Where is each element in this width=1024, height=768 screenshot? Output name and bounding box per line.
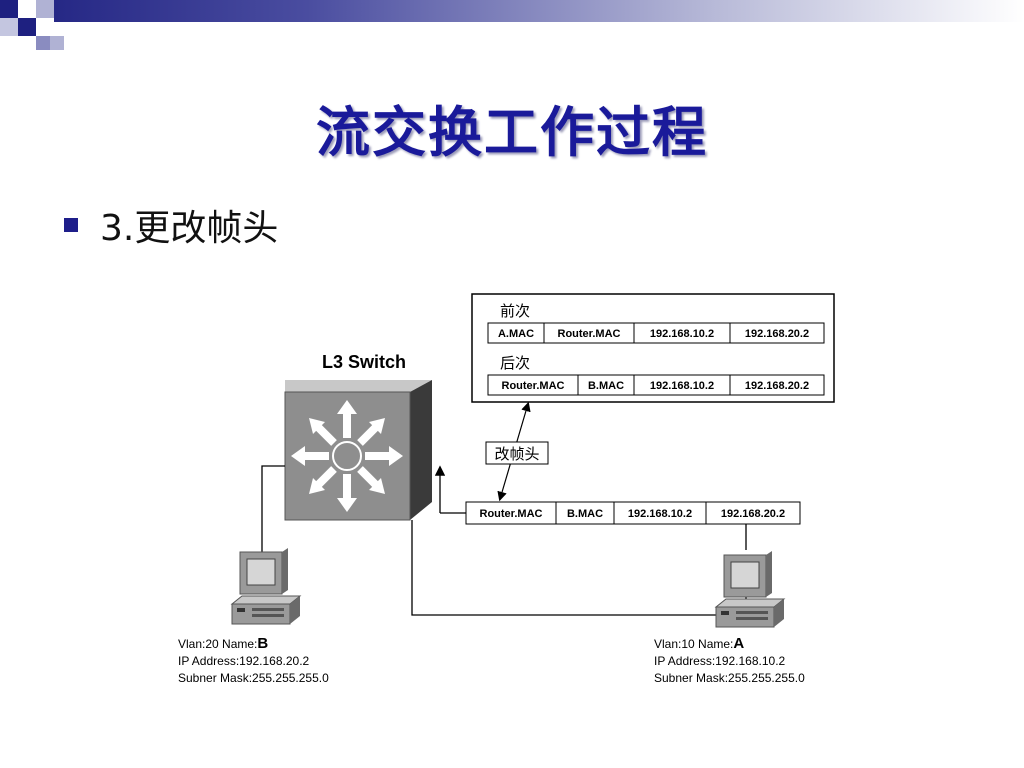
decor-square — [0, 18, 18, 36]
after-frame-cell: Router.MAC — [502, 380, 565, 392]
l3-switch-icon — [284, 380, 432, 521]
rewrite-label: 改帧头 — [494, 446, 539, 463]
current-frame-cell: 192.168.20.2 — [721, 508, 785, 520]
host-a-info: Vlan:10 Name:A IP Address:192.168.10.2 S… — [654, 635, 805, 685]
host-b-vlan-name: Vlan:20 Name: — [178, 637, 257, 651]
host-a-computer-icon — [714, 551, 786, 628]
host-b-computer-icon — [230, 548, 302, 625]
host-a-mask: Subner Mask:255.255.255.0 — [654, 671, 805, 685]
after-frame-cell: 192.168.10.2 — [650, 380, 714, 392]
decor-square — [36, 36, 50, 50]
host-b-name: B — [257, 635, 268, 652]
current-frame-cell: B.MAC — [567, 508, 603, 520]
current-frame: Router.MAC B.MAC 192.168.10.2 192.168.20… — [465, 501, 801, 525]
host-b-ip: IP Address:192.168.20.2 — [178, 654, 310, 668]
before-frame-cell: 192.168.20.2 — [745, 328, 809, 340]
before-frame: A.MAC Router.MAC 192.168.10.2 192.168.20… — [487, 322, 825, 344]
decor-square — [18, 0, 36, 18]
decor-square — [36, 18, 54, 36]
bullet-item: 3.更改帧头 — [64, 200, 278, 250]
header-gradient-bar — [0, 0, 1024, 22]
svg-text:Vlan:10 Name:A: Vlan:10 Name:A — [654, 635, 744, 652]
host-b-mask: Subner Mask:255.255.255.0 — [178, 671, 329, 685]
current-frame-cell: 192.168.10.2 — [628, 508, 692, 520]
host-b-info: Vlan:20 Name:B IP Address:192.168.20.2 S… — [178, 635, 329, 685]
after-frame-cell: B.MAC — [588, 380, 624, 392]
decor-square — [50, 36, 64, 50]
switch-label: L3 Switch — [322, 352, 406, 372]
decor-square — [18, 18, 36, 36]
decor-square — [36, 0, 54, 18]
frame-comparison-panel: 前次 A.MAC Router.MAC 192.168.10.2 192.168… — [471, 293, 835, 403]
slide-title: 流交换工作过程 — [316, 100, 708, 164]
before-frame-cell: A.MAC — [498, 328, 534, 340]
before-label: 前次 — [500, 303, 530, 320]
decor-square — [0, 0, 18, 18]
bullet-square-icon — [64, 218, 78, 232]
rewrite-label-box — [485, 441, 549, 465]
bullet-text: 3.更改帧头 — [100, 208, 279, 249]
current-frame-cell: Router.MAC — [480, 508, 543, 520]
after-frame-cell: 192.168.20.2 — [745, 380, 809, 392]
host-a-name: A — [733, 635, 744, 652]
svg-text:Vlan:20 Name:B: Vlan:20 Name:B — [178, 635, 268, 652]
host-a-ip: IP Address:192.168.10.2 — [654, 654, 786, 668]
host-a-vlan-name: Vlan:10 Name: — [654, 637, 733, 651]
before-frame-cell: Router.MAC — [558, 328, 621, 340]
after-frame: Router.MAC B.MAC 192.168.10.2 192.168.20… — [487, 374, 825, 396]
after-label: 后次 — [500, 355, 530, 372]
before-frame-cell: 192.168.10.2 — [650, 328, 714, 340]
